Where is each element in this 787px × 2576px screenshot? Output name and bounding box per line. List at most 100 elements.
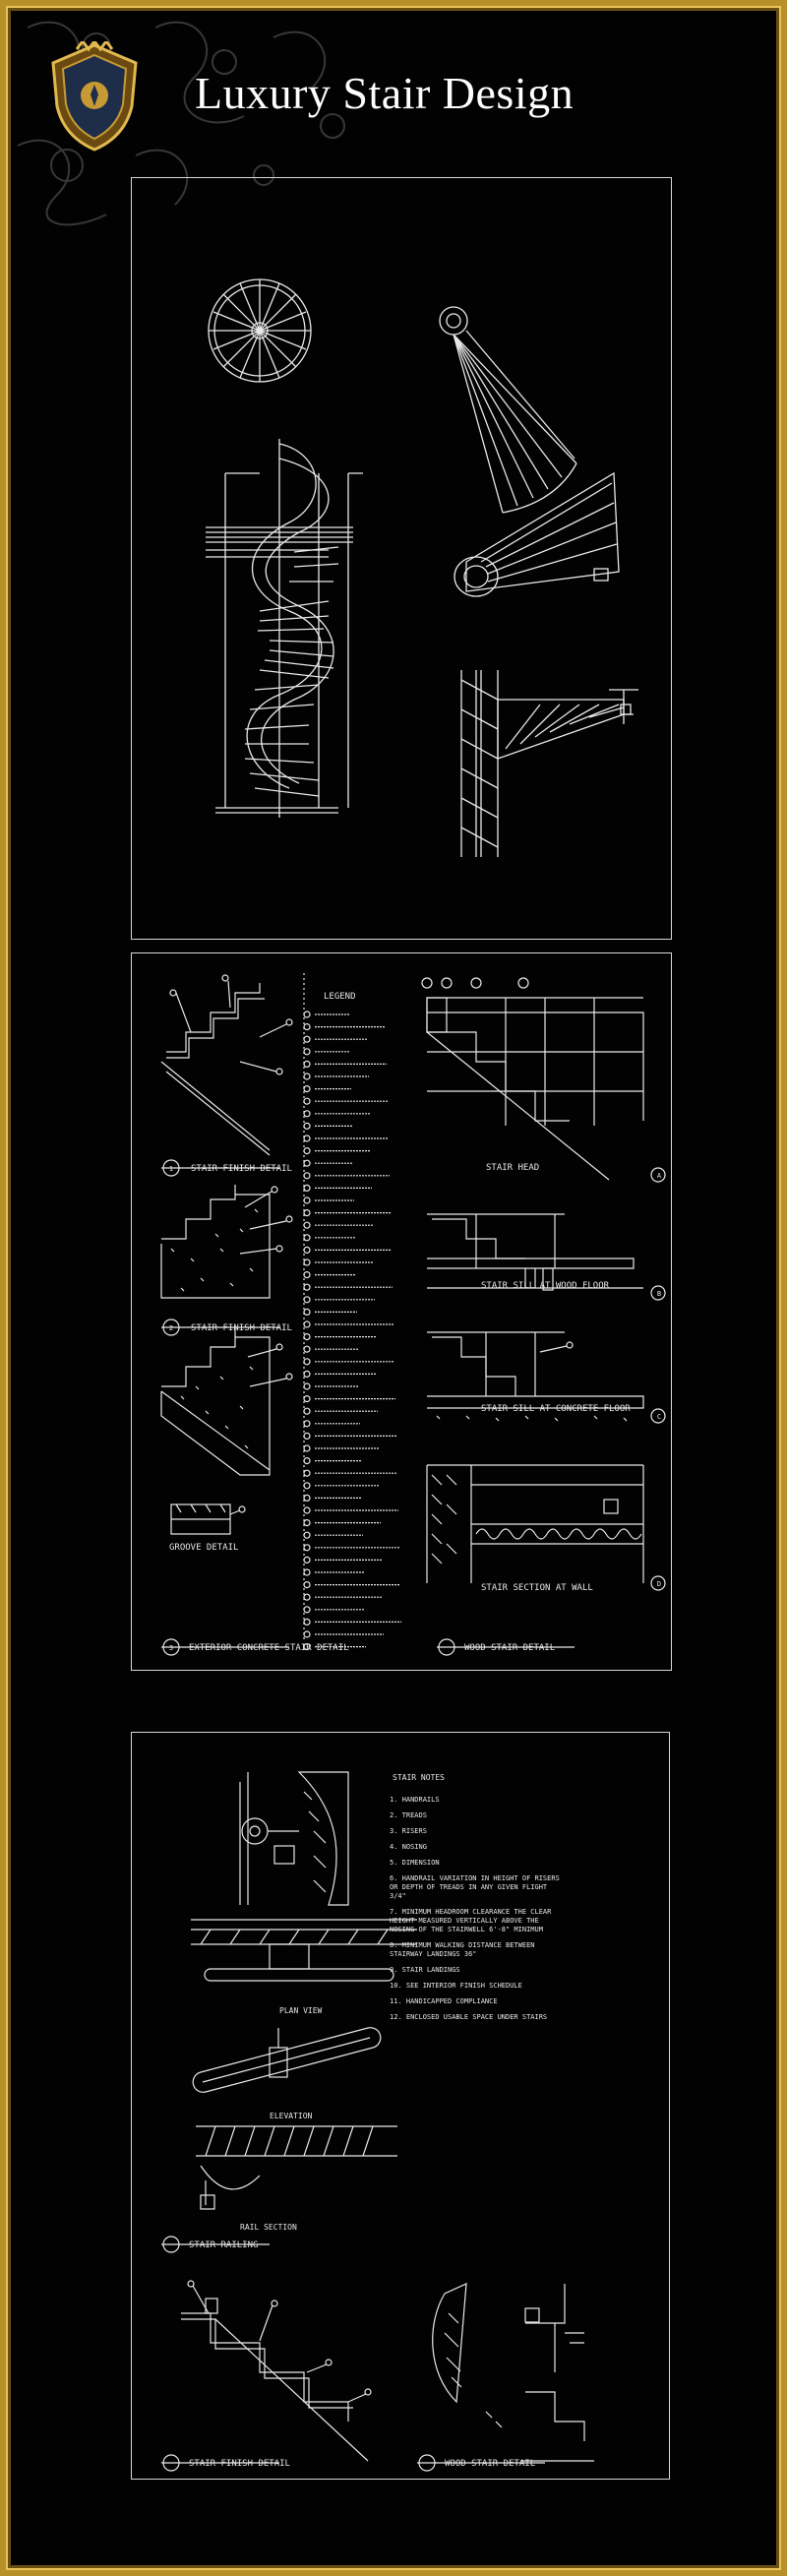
legend-list <box>303 973 401 1651</box>
legend-marker <box>303 1246 311 1254</box>
label-sill-concrete: STAIR SILL AT CONCRETE FLOOR <box>481 1404 631 1414</box>
label-wood-stair: WOOD STAIR DETAIL <box>445 2459 535 2469</box>
callout-1: 1 <box>169 1165 173 1173</box>
plan-view-drawing <box>191 1919 417 1982</box>
stair-note-line: 10. SEE INTERIOR FINISH SCHEDULE <box>390 1982 522 1990</box>
legend-marker <box>303 1073 311 1080</box>
fan-plan-drawing <box>439 306 577 514</box>
callout-a: A <box>657 1172 662 1180</box>
railing-elevation-drawing <box>192 2027 382 2093</box>
legend-marker <box>303 1482 311 1490</box>
legend-marker <box>303 1172 311 1180</box>
legend-marker <box>303 1011 311 1018</box>
legend-marker <box>303 1407 311 1415</box>
legend-marker <box>303 1234 311 1242</box>
legend-marker <box>303 1320 311 1328</box>
label-wood-stair: WOOD STAIR DETAIL <box>464 1643 555 1653</box>
legend-marker <box>303 1580 311 1589</box>
stair-note-line: 3. RISERS <box>390 1827 427 1835</box>
legend-marker <box>303 1444 311 1452</box>
stair-note-line: 4. NOSING <box>390 1843 427 1851</box>
legend-marker <box>303 1370 311 1378</box>
legend-marker <box>303 1618 311 1626</box>
stair-note-line: 7. MINIMUM HEADROOM CLEARANCE THE CLEAR <box>390 1908 552 1916</box>
callout-b: B <box>657 1290 661 1298</box>
label-stair-finish: STAIR FINISH DETAIL <box>189 2459 290 2469</box>
cantilever-section-drawing <box>460 670 638 857</box>
legend-marker <box>303 1593 311 1601</box>
wood-stair-detail-right <box>432 2283 594 2462</box>
rail-wall-section <box>239 1771 349 1906</box>
legend-marker <box>303 1296 311 1304</box>
stair-note-line: NOSING OF THE STAIRWELL 6'-8" MINIMUM <box>390 1926 543 1933</box>
stair-section-at-wall <box>426 1464 644 1583</box>
drawing-sheet-spiral <box>131 177 672 940</box>
label-rail-section: RAIL SECTION <box>240 2223 297 2232</box>
stair-head-detail <box>421 977 644 1181</box>
legend-marker <box>303 1135 311 1142</box>
legend-marker <box>303 1494 311 1503</box>
rail-section-drawing <box>196 2125 397 2210</box>
label-stair-railing: STAIR RAILING <box>189 2240 258 2250</box>
legend-marker <box>303 1568 311 1576</box>
legend-marker <box>303 1097 311 1105</box>
legend-marker <box>303 1085 311 1093</box>
label-section-wall: STAIR SECTION AT WALL <box>481 1583 593 1593</box>
legend-marker <box>303 1209 311 1217</box>
legend-marker <box>303 1469 311 1477</box>
stair-note-line: OR DEPTH OF TREADS IN ANY GIVEN FLIGHT <box>390 1883 548 1891</box>
page-title: Luxury Stair Design <box>195 68 575 118</box>
legend-marker <box>303 1258 311 1266</box>
legend-marker <box>303 1456 311 1465</box>
stair-note-line: 12. ENCLOSED USABLE SPACE UNDER STAIRS <box>390 2013 547 2021</box>
label-elevation: ELEVATION <box>270 2112 313 2120</box>
legend-marker <box>303 1345 311 1353</box>
legend-marker <box>303 1382 311 1390</box>
legend-marker <box>303 1556 311 1564</box>
exterior-stair-detail <box>160 1327 293 1476</box>
legend-marker <box>303 1060 311 1069</box>
stair-note-line: 1. HANDRAILS <box>390 1796 440 1804</box>
label-plan-view: PLAN VIEW <box>279 2006 323 2015</box>
legend-marker <box>303 1606 311 1614</box>
legend-marker <box>303 1283 311 1291</box>
legend-marker <box>303 1333 311 1341</box>
label-groove: GROOVE DETAIL <box>169 1543 238 1553</box>
legend-marker <box>303 1630 311 1638</box>
stair-note-line: 2. TREADS <box>390 1811 427 1819</box>
crest-logo <box>51 41 138 152</box>
drawing-sheet-details: STAIR FINISH DETAIL STAIR FINISH DETAIL … <box>131 952 672 1671</box>
legend-marker <box>303 1432 311 1440</box>
label-exterior: EXTERIOR CONCRETE STAIR DETAIL <box>189 1643 349 1653</box>
stair-finish-detail-2 <box>160 1185 293 1299</box>
legend-marker <box>303 1022 311 1031</box>
legend-marker <box>303 1506 311 1514</box>
stair-finish-detail-3 <box>181 2280 372 2462</box>
legend-marker <box>303 1308 311 1316</box>
callout-d: D <box>657 1580 661 1588</box>
legend-title: LEGEND <box>324 992 356 1002</box>
callout-2: 2 <box>169 1324 173 1332</box>
callout-c: C <box>657 1413 661 1421</box>
legend-marker <box>303 1395 311 1403</box>
label-stair-finish-1: STAIR FINISH DETAIL <box>191 1164 292 1174</box>
callout-3: 3 <box>169 1644 173 1652</box>
legend-marker <box>303 1159 311 1167</box>
legend-marker <box>303 1420 311 1428</box>
drawing-sheet-railing: PLAN VIEW ELEVATION RAIL SECTION STAIR R… <box>131 1732 670 2480</box>
sill-concrete-floor-detail <box>427 1331 644 1422</box>
legend-marker <box>303 1358 311 1366</box>
legend-marker <box>303 1544 311 1552</box>
stair-note-line: 9. STAIR LANDINGS <box>390 1966 460 1974</box>
legend-marker <box>303 1048 311 1056</box>
legend-marker <box>303 1196 311 1204</box>
stair-note-line: 6. HANDRAIL VARIATION IN HEIGHT OF RISER… <box>390 1874 560 1882</box>
legend-marker <box>303 1184 311 1192</box>
sill-wood-floor-detail <box>427 1213 643 1291</box>
label-sill-wood: STAIR SILL AT WOOD FLOOR <box>481 1281 610 1291</box>
legend-marker <box>303 1035 311 1043</box>
stair-note-line: HEIGHT MEASURED VERTICALLY ABOVE THE <box>390 1917 539 1925</box>
label-stair-finish-2: STAIR FINISH DETAIL <box>191 1323 292 1333</box>
legend-marker <box>303 1147 311 1155</box>
